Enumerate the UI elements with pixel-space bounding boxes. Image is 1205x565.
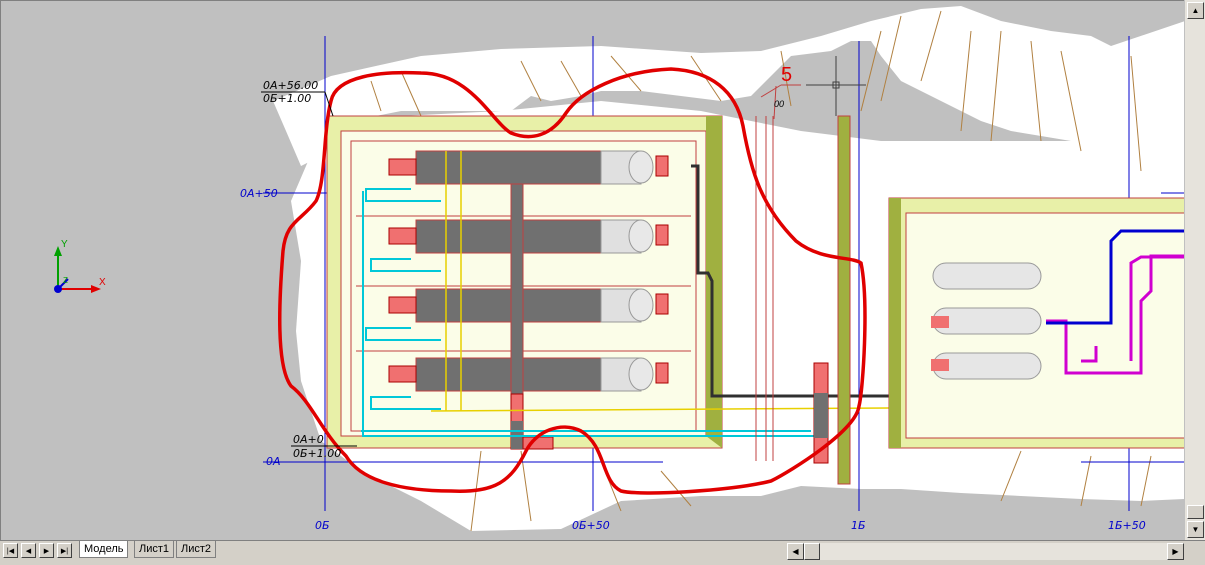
layout-tab-bar: |◀ ◀ ▶ ▶| Модель Лист1 Лист2 ◀ ▶ — [0, 540, 1205, 565]
svg-text:0Б+1.00: 0Б+1.00 — [263, 92, 311, 105]
grid-label-0b: 0Б — [315, 519, 330, 532]
fire-zone-boundary — [278, 67, 867, 495]
vessel-3 — [388, 288, 669, 323]
vessel-right-1 — [932, 262, 1042, 290]
cyan-pipes — [361, 188, 821, 437]
vessel-right-2 — [931, 307, 1042, 335]
prev-tab-icon[interactable]: ◀ — [21, 543, 36, 558]
grid-label-0a: 0А — [266, 455, 281, 468]
drawing-viewport[interactable]: 5 00 0А+56.00 0Б+1.00 0А+0 0Б+1.00 0А+50… — [0, 0, 1184, 540]
scroll-up-button[interactable]: ▲ — [1187, 2, 1204, 19]
vessel-1 — [388, 150, 669, 185]
horizontal-scrollbar[interactable]: ◀ ▶ — [787, 543, 1184, 560]
next-tab-icon[interactable]: ▶ — [39, 543, 54, 558]
vessel-right-3 — [931, 352, 1042, 380]
station-top: 0А+56.00 0Б+1.00 — [261, 79, 334, 117]
grid-label-1b50: 1Б+50 — [1108, 519, 1146, 532]
vessel-group-left[interactable] — [388, 150, 669, 450]
grid-label-0a50: 0А+50 — [240, 187, 278, 200]
road-strip — [755, 115, 851, 485]
svg-text:X: X — [99, 277, 106, 288]
grid-label-0b50: 0Б+50 — [572, 519, 610, 532]
cad-drawing[interactable]: 5 00 0А+56.00 0Б+1.00 0А+0 0Б+1.00 0А+50… — [1, 1, 1184, 540]
terrain-area — [273, 6, 1184, 166]
svg-text:Z: Z — [63, 276, 68, 285]
grid-label-1b: 1Б — [851, 519, 866, 532]
first-tab-icon[interactable]: |◀ — [3, 543, 18, 558]
right-building[interactable] — [888, 197, 1184, 449]
svg-text:0Б+1.00: 0Б+1.00 — [293, 447, 341, 460]
tab-layout2[interactable]: Лист2 — [176, 541, 217, 558]
contour-lines — [370, 10, 1152, 532]
ucs-icon: Y X Z — [54, 239, 106, 293]
station-bottom: 0А+0 0Б+1.00 — [291, 433, 357, 460]
horizontal-scroll-thumb[interactable] — [804, 543, 820, 560]
tab-layout1[interactable]: Лист1 — [134, 541, 175, 558]
marker-5: 5 00 — [760, 64, 801, 120]
svg-text:00: 00 — [774, 99, 784, 109]
vertical-scroll-thumb[interactable] — [1187, 505, 1204, 519]
svg-text:Y: Y — [61, 239, 68, 250]
svg-text:5: 5 — [781, 64, 792, 86]
vertical-scrollbar[interactable]: ▲ ▼ — [1184, 0, 1205, 540]
last-tab-icon[interactable]: ▶| — [57, 543, 72, 558]
scroll-down-button[interactable]: ▼ — [1187, 521, 1204, 538]
svg-text:0А+56.00: 0А+56.00 — [263, 79, 318, 92]
tab-model[interactable]: Модель — [79, 541, 129, 558]
svg-text:0А+0: 0А+0 — [293, 433, 324, 446]
vessel-2 — [388, 219, 669, 254]
crosshair-cursor — [806, 56, 866, 116]
scroll-left-button[interactable]: ◀ — [787, 543, 804, 560]
vessel-4 — [388, 357, 669, 392]
scroll-right-button[interactable]: ▶ — [1167, 543, 1184, 560]
